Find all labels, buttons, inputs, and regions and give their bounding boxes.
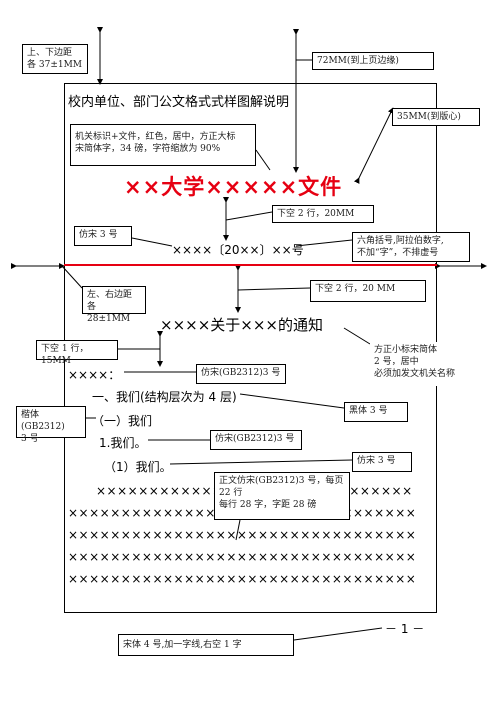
heading-level-3: 1.我们。 (99, 436, 147, 450)
callout-to-body-35: 35MM(到版心) (392, 108, 480, 126)
callout-fangsong-gb-3a: 仿宋(GB2312)3 号 (196, 364, 286, 384)
doc-number: ××××〔20××〕××号 (172, 243, 304, 257)
body-line: ××××××××××××××××××××××××××××××××× (68, 550, 417, 564)
body-line: ××××××××××××××××××××××××××××××××× (68, 572, 417, 586)
callout-fangsong-gb-3b: 仿宋(GB2312)3 号 (210, 430, 302, 450)
red-separator-line (64, 264, 437, 266)
header-title: 校内单位、部门公文格式式样图解说明 (68, 95, 290, 110)
heading-level-2: （一）我们 (92, 414, 153, 428)
callout-fangsong-3b: 仿宋 3 号 (352, 452, 412, 472)
page-number: － 1 － (385, 622, 425, 636)
callout-issuer-note: 机关标识+文件，红色，居中，方正大标 宋简体字，34 磅，字符缩放为 90% (70, 124, 256, 166)
callout-heiti-3: 黑体 3 号 (344, 402, 408, 422)
callout-fangsong-3: 仿宋 3 号 (74, 226, 132, 246)
callout-body-font: 正文仿宋(GB2312)3 号，每页 22 行 每行 28 字，字距 28 磅 (214, 472, 350, 520)
callout-top-bottom-margin: 上、下边距 各 37±1MM (22, 44, 88, 74)
callout-top-edge-72: 72MM(到上页边缘) (312, 52, 434, 70)
callout-left-right-margin: 左、右边距 各 28±1MM (82, 286, 146, 324)
callout-blank-1-15mm: 下空 1 行，15MM (36, 340, 118, 366)
callout-title-font: 方正小标宋简体 2 号，居中 必须加发文机关名称 (370, 342, 474, 386)
callout-page-number-note: 宋体 4 号,加一字线,右空 1 字 (118, 634, 294, 656)
heading-level-4: （1）我们。 (104, 460, 172, 474)
heading-level-1: 一、我们(结构层次为 4 层) (92, 390, 237, 404)
body-line: ××××××××××××××××××××××××××××××××× (68, 528, 417, 542)
notice-title: ××××关于×××的通知 (160, 316, 323, 334)
callout-blank-2-20mm: 下空 2 行，20MM (272, 205, 374, 223)
callout-hex-brackets: 六角括号,阿拉伯数字, 不加“字”，不排虚号 (352, 232, 470, 262)
callout-kaiti-3: 楷体(GB2312) 3 号 (16, 406, 86, 444)
callout-blank-2-20mm-b: 下空 2 行，20 MM (310, 280, 426, 302)
issuer-mark: ××大学×××××文件 (124, 175, 343, 199)
addressee: ××××： (68, 368, 121, 382)
